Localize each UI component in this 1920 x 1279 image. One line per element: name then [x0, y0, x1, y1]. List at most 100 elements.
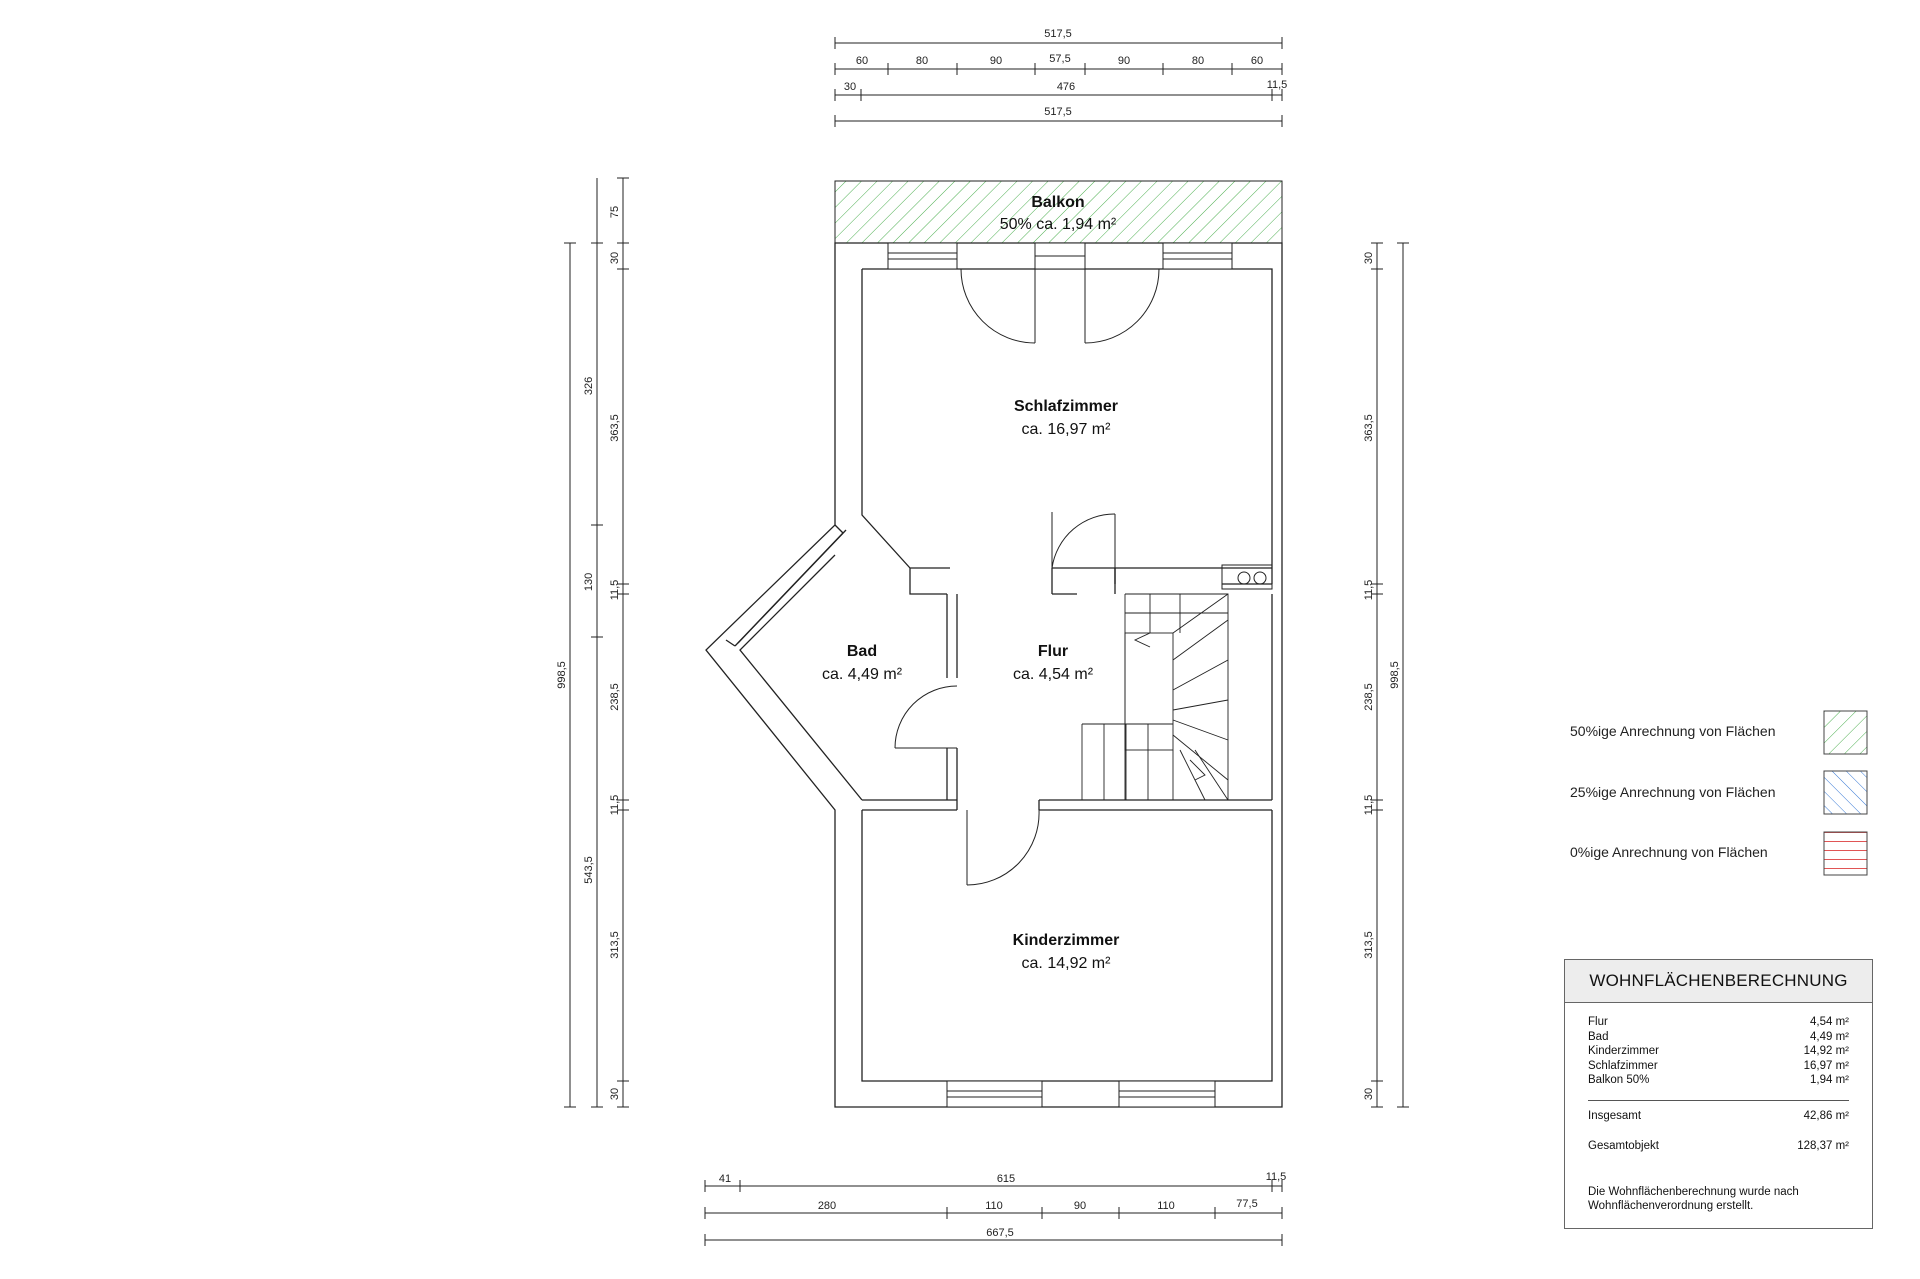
dimension-left-labels: 998,5 326 130 543,5 75 30 363,5 11,5 238… [556, 206, 621, 1100]
dimension-right-labels: 30 363,5 11,5 238,5 11,5 313,5 30 998,5 [1363, 252, 1401, 1100]
dimension-left [564, 177, 629, 1108]
dim-top-seg-5: 90 [1118, 55, 1130, 67]
dim-left-overall: 998,5 [556, 661, 568, 689]
calc-row: Balkon 50% 1,94 m² [1588, 1073, 1849, 1088]
calc-total-row: Insgesamt 42,86 m² [1588, 1109, 1849, 1123]
calc-title: WOHNFLÄCHENBERECHNUNG [1565, 960, 1872, 1003]
calc-row-label: Balkon 50% [1588, 1074, 1650, 1086]
dim-bottom-seg-5: 77,5 [1236, 1198, 1257, 1210]
dim-left-mid-b: 130 [583, 573, 595, 591]
calc-rows: Flur 4,54 m² Bad 4,49 m² Kinderzimmer 14,92… [1588, 1015, 1849, 1169]
calc-row-value: 4,49 m² [1810, 1030, 1849, 1043]
dim-bottom-seg-4: 110 [1157, 1200, 1175, 1212]
dim-bottom-seg-2: 110 [985, 1200, 1003, 1212]
calc-object-label: Gesamtobjekt [1588, 1139, 1659, 1152]
legend-label-25: 25%ige Anrechnung von Flächen [1570, 784, 1775, 800]
staircase [1081, 593, 1229, 801]
dim-right-schlaf: 363,5 [1363, 414, 1375, 442]
calc-divider [1588, 1099, 1849, 1101]
room-flur-name: Flur [1038, 643, 1068, 660]
calc-row-label: Kinderzimmer [1588, 1045, 1659, 1057]
dim-left-balcony: 75 [609, 206, 621, 218]
calc-row-label: Schlafzimmer [1588, 1059, 1658, 1072]
dim-left-bad: 238,5 [609, 683, 621, 711]
dim-top-seg-7: 60 [1251, 55, 1263, 67]
calc-row: Kinderzimmer 14,92 m² [1588, 1044, 1849, 1059]
dim-top-overall-b: 517,5 [1044, 106, 1072, 118]
dim-right-flur: 238,5 [1363, 683, 1375, 711]
dim-bottom-inner: 615 [997, 1173, 1015, 1185]
dim-top-overall-a: 517,5 [1044, 28, 1072, 40]
room-balkon-area: 50% ca. 1,94 m² [1000, 216, 1117, 233]
calc-note: Die Wohnflächenberechnung wurde nach Woh… [1588, 1186, 1799, 1212]
dimension-top [834, 37, 1283, 127]
calc-row: Bad 4,49 m² [1588, 1030, 1849, 1045]
calc-row-value: 4,54 m² [1810, 1016, 1849, 1028]
dim-top-seg-4: 57,5 [1049, 53, 1070, 65]
dimension-top-labels: 517,5 60 80 90 57,5 90 80 60 30 476 11,5… [844, 28, 1287, 118]
dim-top-wall-right: 11,5 [1267, 79, 1288, 91]
doors [894, 268, 1160, 886]
calc-row-label: Flur [1588, 1016, 1608, 1028]
room-kinderzimmer-name: Kinderzimmer [1013, 932, 1120, 949]
dim-top-seg-3: 90 [990, 55, 1002, 67]
dim-left-kinder: 313,5 [609, 931, 621, 959]
calc-row-value: 1,94 m² [1810, 1074, 1849, 1086]
calc-object-value: 128,37 m² [1797, 1139, 1849, 1152]
dim-top-seg-1: 60 [856, 55, 868, 67]
dim-right-wall-1: 11,5 [1363, 580, 1375, 601]
legend: 50%ige Anrechnung von Flächen 25%ige Anr… [1570, 710, 1868, 876]
legend-label-50: 50%ige Anrechnung von Flächen [1570, 723, 1775, 739]
walls [705, 242, 1283, 1108]
dim-top-seg-2: 80 [916, 55, 928, 67]
calc-object-row: Gesamtobjekt 128,37 m² [1588, 1139, 1849, 1153]
area-calculation-table: WOHNFLÄCHENBERECHNUNG Flur 4,54 m² Bad 4,4… [1564, 959, 1873, 1229]
dimension-bottom-labels: 41 615 11,5 280 110 90 110 77,5 667,5 [719, 1171, 1286, 1239]
dim-right-overall: 998,5 [1389, 661, 1401, 689]
window-kinder-left [946, 1080, 1043, 1108]
calc-row: Schlafzimmer 16,97 m² [1588, 1059, 1849, 1074]
dim-top-seg-6: 80 [1192, 55, 1204, 67]
legend-label-0: 0%ige Anrechnung von Flächen [1570, 844, 1768, 860]
calc-row-label: Bad [1588, 1030, 1609, 1043]
calc-row-value: 14,92 m² [1803, 1045, 1849, 1057]
dim-right-kinder: 313,5 [1363, 931, 1375, 959]
calc-total-label: Insgesamt [1588, 1109, 1642, 1122]
calc-row: Flur 4,54 m² [1588, 1015, 1849, 1030]
window-schlaf-right [1162, 242, 1233, 270]
room-kinderzimmer-area: ca. 14,92 m² [1022, 955, 1112, 972]
legend-swatch-50 [1823, 710, 1868, 755]
dim-right-wall-bottom: 30 [1363, 1088, 1375, 1100]
legend-swatch-0 [1823, 831, 1868, 876]
dim-left-mid-c: 543,5 [583, 856, 595, 884]
dimension-right [1371, 242, 1409, 1108]
dim-left-wall-bottom: 30 [609, 1088, 621, 1100]
dim-bottom-wall-right: 11,5 [1266, 1171, 1287, 1183]
dim-bottom-seg-1: 280 [818, 1200, 836, 1212]
dim-left-schlaf: 363,5 [609, 414, 621, 442]
dim-left-wall-2: 11,5 [609, 795, 621, 816]
legend-swatch-25 [1823, 770, 1868, 815]
calc-row-value: 16,97 m² [1803, 1059, 1849, 1072]
windows [887, 242, 1233, 1108]
room-bad-area: ca. 4,49 m² [822, 666, 903, 683]
dim-top-inner: 476 [1057, 81, 1075, 93]
chimney-icon [1221, 564, 1273, 590]
balcony-area [834, 180, 1283, 244]
calc-total-value: 42,86 m² [1803, 1109, 1849, 1122]
dim-right-wall-2: 11,5 [1363, 795, 1375, 816]
dim-bottom-wall-left: 41 [719, 1173, 731, 1185]
room-balkon-name: Balkon [1031, 194, 1084, 211]
window-schlaf-left [887, 242, 958, 270]
room-schlafzimmer-name: Schlafzimmer [1014, 398, 1118, 415]
dim-left-mid-a: 326 [583, 377, 595, 395]
room-bad-name: Bad [847, 643, 877, 660]
dim-top-wall-left: 30 [844, 81, 856, 93]
dim-bottom-seg-3: 90 [1074, 1200, 1086, 1212]
dim-right-wall-top: 30 [1363, 252, 1375, 264]
dim-left-wall-1: 11,5 [609, 580, 621, 601]
room-flur-area: ca. 4,54 m² [1013, 666, 1094, 683]
dim-left-wall-top: 30 [609, 252, 621, 264]
room-schlafzimmer-area: ca. 16,97 m² [1022, 421, 1112, 438]
